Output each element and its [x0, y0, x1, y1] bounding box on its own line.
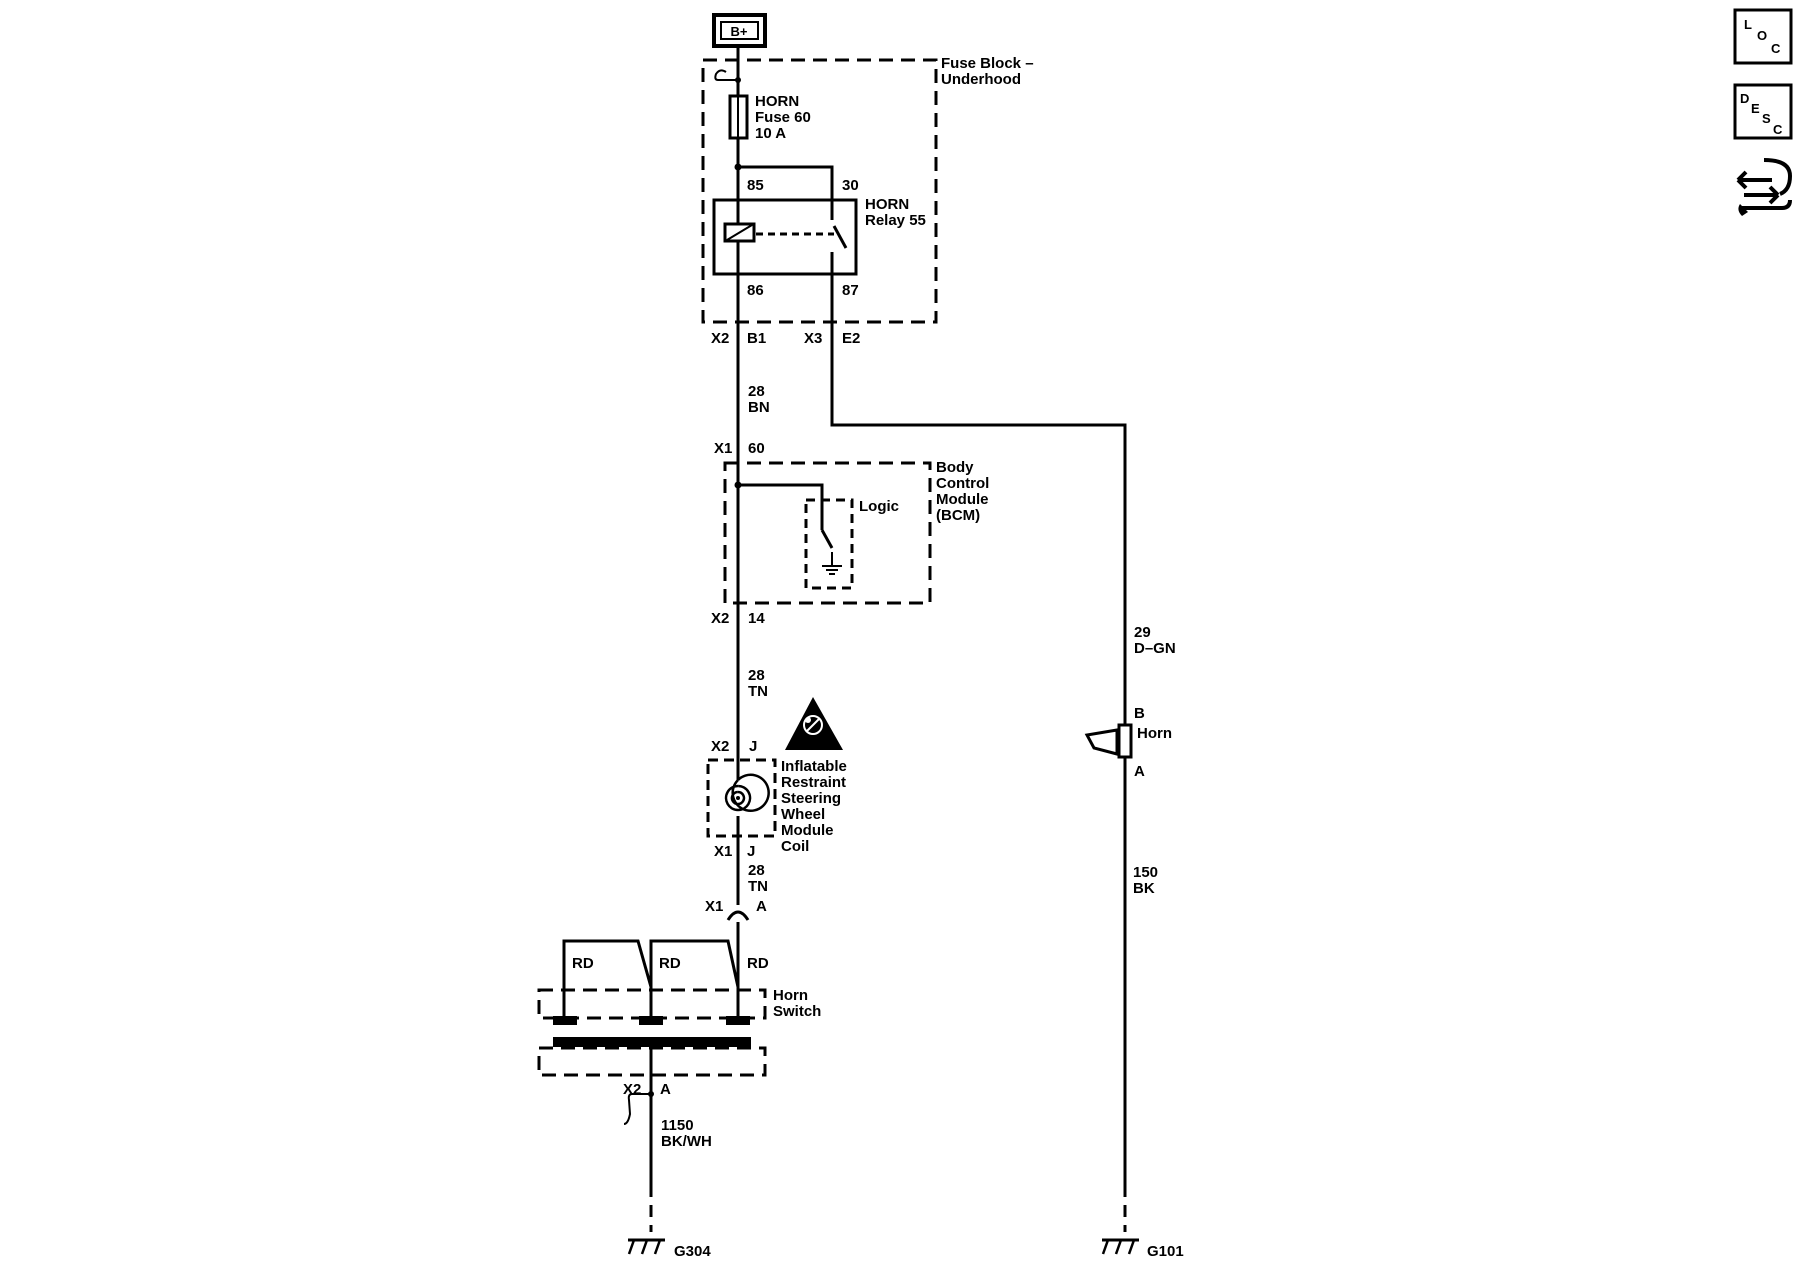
bcm-logic-label: Logic	[859, 498, 899, 515]
switch-title-2: Switch	[773, 1003, 821, 1020]
loc-letter-c: C	[1771, 41, 1781, 56]
wire-bkwh-gauge: 1150	[661, 1117, 694, 1134]
wire-bk-color: BK	[1133, 880, 1155, 897]
horn-switch: RD RD RD Horn Switch	[537, 939, 821, 1104]
fuse-block-underhood: Fuse Block – Underhood HORN Fuse 60 10 A…	[701, 46, 1034, 324]
bcm-pin-14: 14	[748, 610, 765, 627]
supply-label: B+	[731, 24, 748, 39]
diagnostic-tools-icon[interactable]	[1736, 158, 1793, 216]
bcm-logic-block	[804, 498, 854, 590]
switch-pin-a-bottom: A	[660, 1081, 671, 1098]
bcm-pin-60: 60	[748, 440, 765, 457]
fuse-block-conn-x3: X3	[804, 330, 822, 347]
coil-pin-j-top: J	[749, 738, 757, 755]
horn-icon	[1084, 728, 1119, 756]
relay-pin-30: 30	[842, 177, 859, 194]
ground-g304: G304	[627, 1238, 711, 1260]
switch-conn-x2: X2	[623, 1081, 641, 1098]
splice-symbol	[623, 1093, 651, 1125]
steering-wheel-coil	[706, 758, 777, 838]
horn-relay	[712, 198, 858, 276]
horn: B Horn A	[1084, 705, 1172, 780]
coil-title-2: Restraint	[781, 774, 846, 791]
horn-label: Horn	[1137, 725, 1172, 742]
desc-letter-d: D	[1740, 91, 1749, 106]
wire-tn2-color: TN	[748, 878, 768, 895]
switch-title-1: Horn	[773, 987, 808, 1004]
bcm-title-1: Body	[936, 459, 974, 476]
relay-pin-87: 87	[842, 282, 859, 299]
location-view-button[interactable]: L O C	[1733, 8, 1793, 65]
wire-bkwh-color: BK/WH	[661, 1133, 712, 1150]
ground-g101-label: G101	[1147, 1243, 1184, 1260]
fuse-label-1: HORN	[755, 93, 799, 110]
bcm-title-2: Control	[936, 475, 989, 492]
relay-pin-86: 86	[747, 282, 764, 299]
relay-pin-85: 85	[747, 177, 764, 194]
bcm-conn-x1: X1	[714, 440, 732, 457]
wire-bk-gauge: 150	[1133, 864, 1158, 881]
wire-dgn-gauge: 29	[1134, 624, 1151, 641]
loc-letter-o: O	[1757, 28, 1767, 43]
horn-switch-contact-bar	[553, 1037, 751, 1047]
clockspring-icon	[724, 773, 770, 813]
desc-letter-e: E	[1751, 101, 1760, 116]
coil-conn-x2: X2	[711, 738, 729, 755]
horn-pin-b: B	[1134, 705, 1145, 722]
rd-label-1: RD	[572, 955, 594, 972]
wire-tn1-color: TN	[748, 683, 768, 700]
description-view-button[interactable]: D E S C	[1733, 83, 1793, 140]
relay-label-2: Relay 55	[865, 212, 926, 229]
fuse-block-pin-e2: E2	[842, 330, 860, 347]
rd-label-3: RD	[747, 955, 769, 972]
loc-letter-l: L	[1744, 17, 1752, 32]
fuse-block-title-1: Fuse Block –	[941, 55, 1034, 72]
coil-pin-j-bottom: J	[747, 843, 755, 860]
wire-dgn-color: D–GN	[1134, 640, 1176, 657]
inline-connector	[726, 910, 750, 921]
wire-bn-gauge: 28	[748, 383, 765, 400]
relay-switch-contact	[832, 225, 848, 249]
wire-tn1-gauge: 28	[748, 667, 765, 684]
switch-conn-x1: X1	[705, 898, 723, 915]
ground-g304-label: G304	[674, 1243, 711, 1260]
bcm-title-3: Module	[936, 491, 989, 508]
fuse-label-3: 10 A	[755, 125, 786, 142]
bcm-conn-x2: X2	[711, 610, 729, 627]
ground-g101: G101	[1101, 1238, 1184, 1260]
fuse-label-2: Fuse 60	[755, 109, 811, 126]
fuse-block-conn-x2: X2	[711, 330, 729, 347]
body-control-module: Body Control Module (BCM) Logic	[723, 459, 989, 620]
battery-supply-terminal: B+	[712, 13, 767, 48]
coil-title-6: Coil	[781, 838, 809, 855]
coil-title-3: Steering	[781, 790, 841, 807]
rd-label-2: RD	[659, 955, 681, 972]
fuse-block-title-2: Underhood	[941, 71, 1021, 88]
horn-pin-a: A	[1134, 763, 1145, 780]
switch-pin-a-top: A	[756, 898, 767, 915]
desc-letter-c: C	[1773, 122, 1783, 137]
desc-letter-s: S	[1762, 111, 1771, 126]
coil-title-1: Inflatable	[781, 758, 847, 775]
bcm-title-4: (BCM)	[936, 507, 980, 524]
airbag-warning-icon	[785, 697, 843, 750]
wire-tn2-gauge: 28	[748, 862, 765, 879]
coil-title-5: Module	[781, 822, 834, 839]
coil-conn-x1: X1	[714, 843, 732, 860]
relay-label-1: HORN	[865, 196, 909, 213]
fuse-block-pin-b1: B1	[747, 330, 766, 347]
wire-bn-color: BN	[748, 399, 770, 416]
coil-title-4: Wheel	[781, 806, 825, 823]
